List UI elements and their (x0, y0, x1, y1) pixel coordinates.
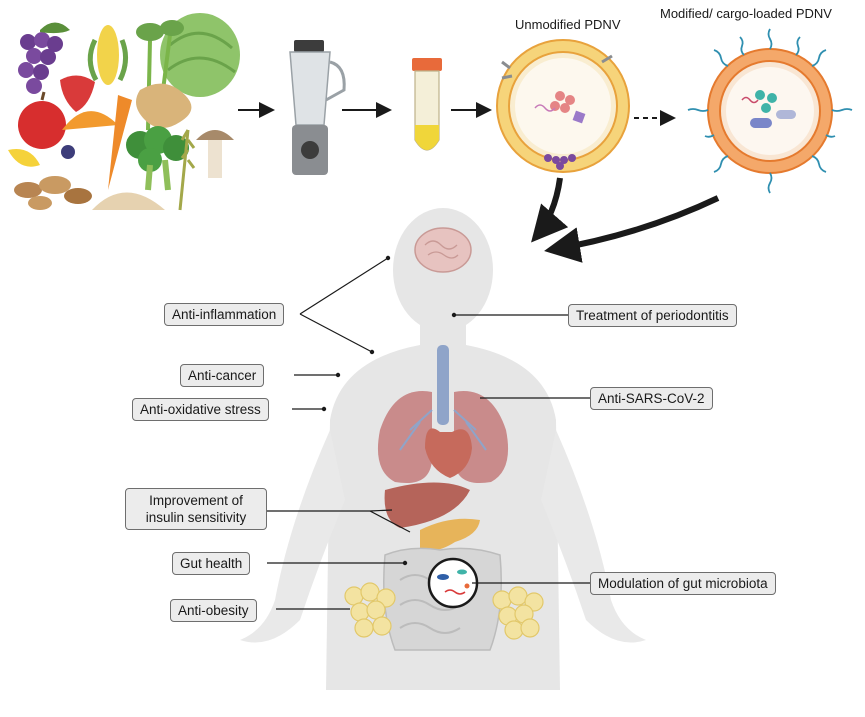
loaded-vesicle-icon (687, 28, 853, 194)
label-periodontitis: Treatment of periodontitis (568, 304, 737, 327)
blueberry-icon (61, 145, 75, 159)
fruits-vegetables-icon (8, 13, 240, 211)
apple-icon (18, 91, 66, 149)
grains-icon (92, 192, 165, 210)
unmodified-pdnv-title: Unmodified PDNV (515, 17, 621, 32)
curved-arrow-modified (544, 195, 720, 263)
trachea-icon (437, 345, 449, 425)
connector-lines (267, 257, 590, 610)
label-gut-microbiota: Modulation of gut microbiota (590, 572, 776, 595)
label-insulin-line1: Improvement of (149, 493, 243, 508)
brain-icon (414, 227, 472, 273)
blender-icon (289, 40, 346, 175)
label-anti-obesity: Anti-obesity (170, 599, 257, 622)
pancreas-icon (420, 518, 480, 551)
connector-dots (321, 255, 457, 566)
microbiota-icon (427, 557, 479, 609)
curved-arrow-unmodified (531, 177, 569, 243)
lemon-icon (8, 149, 40, 167)
label-anti-cancer: Anti-cancer (180, 364, 265, 387)
carrot-icon (108, 95, 132, 190)
cabbage-icon (160, 13, 240, 97)
mushroom-icon (196, 130, 234, 178)
label-anti-oxidative-stress: Anti-oxidative stress (132, 398, 269, 421)
label-gut-health: Gut health (172, 552, 251, 575)
grapes-icon (18, 22, 70, 94)
label-anti-sars-cov-2: Anti-SARS-CoV-2 (590, 387, 713, 410)
fat-tissue-icon (344, 582, 544, 640)
nuts-icon (14, 176, 92, 210)
wheat-icon (178, 129, 196, 211)
centrifuge-tube-icon (412, 58, 442, 151)
vesicle-icon (496, 39, 630, 173)
label-insulin-line2: insulin sensitivity (145, 510, 247, 525)
strawberry-icon (60, 75, 95, 112)
modified-pdnv-title: Modified/ cargo-loaded PDNV (660, 6, 832, 21)
ginger-icon (136, 83, 192, 129)
liver-icon (384, 482, 470, 528)
label-insulin-sensitivity: Improvement of insulin sensitivity (125, 488, 267, 530)
label-anti-inflammation: Anti-inflammation (164, 303, 285, 326)
broccoli-icon (126, 126, 189, 191)
heart-icon (425, 428, 472, 478)
corn-icon (87, 25, 128, 85)
orange-icon (62, 111, 118, 130)
